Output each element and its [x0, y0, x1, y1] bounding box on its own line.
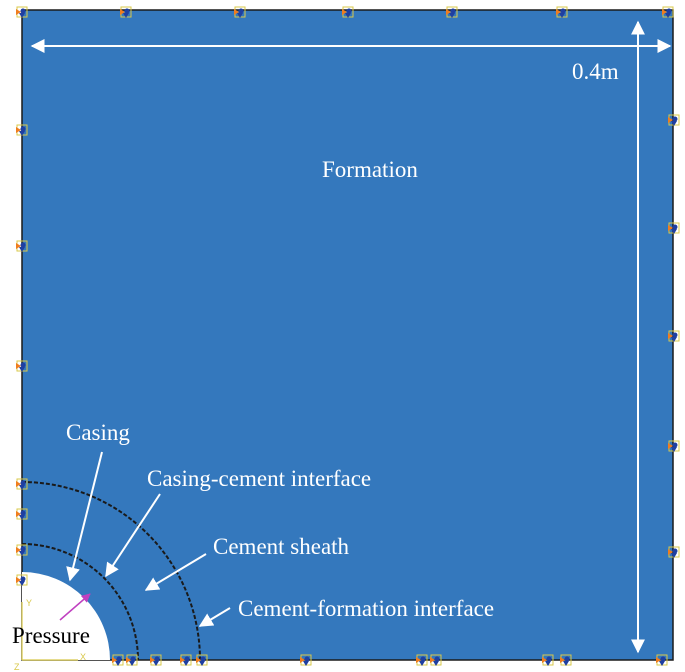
boundary-support-icon [16, 508, 28, 520]
boundary-support-icon [126, 654, 138, 666]
boundary-support-icon [446, 6, 458, 18]
cement-sheath-arrow [144, 553, 207, 591]
boundary-support-icon [662, 6, 674, 18]
cement-formation-interface-label: Cement-formation interface [238, 596, 495, 621]
boundary-support-icon [556, 6, 568, 18]
axes-triad: X Y Z [14, 598, 86, 672]
boundary-support-icon [656, 654, 668, 666]
boundary-support-icon [16, 544, 28, 556]
boundary-support-icon [16, 360, 28, 372]
boundary-support-icon [180, 654, 192, 666]
casing-arrow [66, 451, 103, 582]
formation-label: Formation [322, 157, 418, 182]
cement-formation-interface-line [21, 481, 201, 661]
boundary-support-icon [196, 654, 208, 666]
boundary-support-icon [112, 654, 124, 666]
casing-cement-interface-line [21, 543, 139, 661]
boundary-support-icon [430, 654, 442, 666]
boundary-support-icon [120, 6, 132, 18]
pressure-label: Pressure [12, 623, 90, 648]
boundary-support-icon [542, 654, 554, 666]
wellbore-region [22, 572, 110, 660]
axis-z-label: Z [14, 662, 20, 672]
axis-y-label: Y [26, 598, 32, 608]
boundary-support-icon [416, 654, 428, 666]
boundary-support-icon [668, 440, 680, 452]
casing-label: Casing [66, 420, 130, 445]
boundary-support-icon [668, 330, 680, 342]
casing-cement-interface-arrow [105, 493, 161, 578]
boundary-support-icon [300, 654, 312, 666]
boundary-conditions [16, 6, 680, 666]
axis-x-label: X [80, 652, 86, 662]
boundary-support-icon [150, 654, 162, 666]
boundary-support-icon [668, 114, 680, 126]
cement-sheath-label: Cement sheath [213, 534, 350, 559]
boundary-support-icon [16, 574, 28, 586]
boundary-support-icon [668, 546, 680, 558]
boundary-support-icon [16, 240, 28, 252]
boundary-support-icon [16, 124, 28, 136]
boundary-support-icon [16, 6, 28, 18]
dimension-label: 0.4m [572, 59, 619, 84]
cement-formation-interface-arrow [198, 607, 231, 627]
boundary-support-icon [668, 222, 680, 234]
boundary-support-icon [234, 6, 246, 18]
boundary-support-icon [560, 654, 572, 666]
boundary-support-icon [342, 6, 354, 18]
formation-region [21, 9, 674, 661]
casing-cement-interface-label: Casing-cement interface [147, 466, 372, 491]
pressure-arrow [59, 593, 91, 621]
boundary-support-icon [16, 478, 28, 490]
